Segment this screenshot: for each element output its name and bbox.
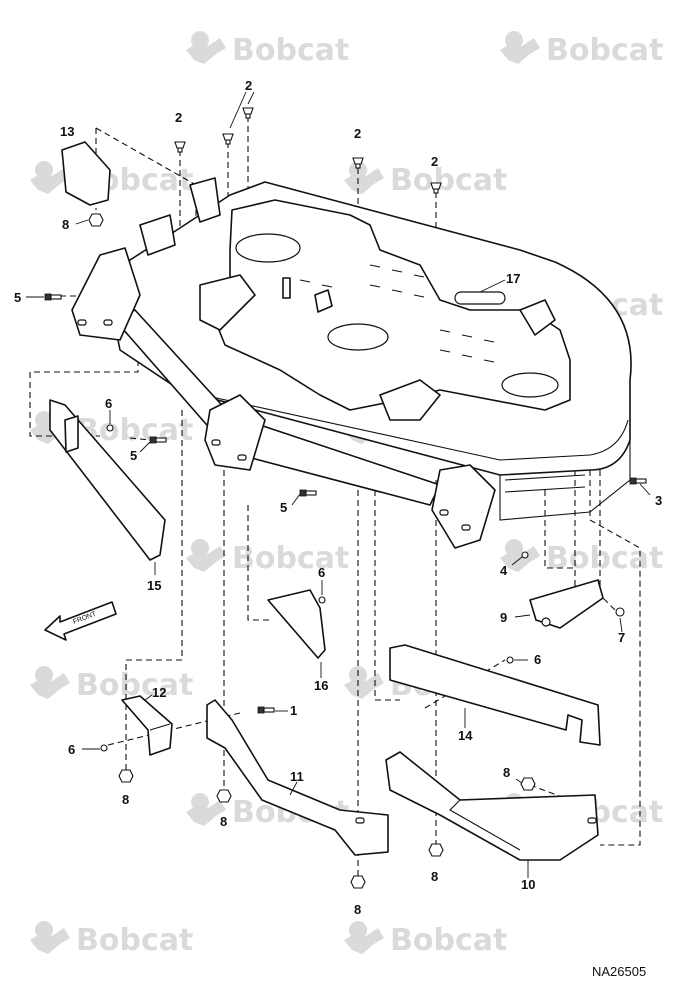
bracket-part-12 (121, 695, 173, 756)
callout-2: 2 (175, 110, 182, 125)
callout-8: 8 (431, 869, 438, 884)
callout-6: 6 (105, 396, 112, 411)
baffle-part-14 (389, 644, 601, 746)
watermark: Bobcat (186, 31, 349, 68)
leader-lines (26, 91, 651, 878)
skid-part-10 (385, 751, 599, 861)
skid-part-11 (206, 699, 389, 856)
nut (216, 789, 232, 803)
watermark: Bobcat (344, 161, 507, 198)
flange-nut (100, 744, 108, 752)
bobcat-logo-icon (344, 161, 384, 194)
callout-10: 10 (521, 877, 535, 892)
nut (350, 875, 366, 889)
carriage-bolt (174, 141, 186, 153)
callout-12: 12 (152, 685, 166, 700)
bobcat-logo-icon (186, 31, 226, 64)
callout-3: 3 (655, 493, 662, 508)
watermark-text: Bobcat (546, 541, 663, 576)
shield-part-13 (61, 141, 111, 206)
baffle-part-15 (49, 399, 166, 561)
watermark-text: Bobcat (76, 923, 193, 958)
callout-6: 6 (318, 565, 325, 580)
flange-nut (615, 607, 625, 617)
fasteners (44, 107, 647, 889)
watermark: Bobcat (500, 31, 663, 68)
callout-4: 4 (500, 563, 508, 578)
watermark-text: Bobcat (390, 923, 507, 958)
callout-1: 1 (290, 703, 297, 718)
watermark-text: Bobcat (232, 33, 349, 68)
carriage-bolt (352, 157, 364, 169)
bobcat-logo-icon (344, 921, 384, 954)
callout-2: 2 (431, 154, 438, 169)
callout-labels: 13 2 2 2 2 8 5 17 6 5 5 3 15 4 6 9 7 16 … (14, 78, 662, 917)
front-arrow: FRONT (44, 601, 117, 641)
callout-8: 8 (354, 902, 361, 917)
callout-5: 5 (14, 290, 21, 305)
callout-16: 16 (314, 678, 328, 693)
front-axle-assembly (71, 247, 496, 549)
watermark: Bobcat (186, 539, 349, 576)
callout-2: 2 (245, 78, 252, 93)
figure-id: NA26505 (592, 964, 646, 979)
callout-8: 8 (62, 217, 69, 232)
hex-bolt (257, 706, 275, 714)
watermark: Bobcat (30, 161, 193, 198)
bobcat-logo-icon (30, 666, 70, 699)
watermark: Bobcat (344, 921, 507, 958)
bobcat-logo-icon (30, 921, 70, 954)
nut (520, 777, 536, 791)
callout-8: 8 (220, 814, 227, 829)
nut (88, 213, 104, 227)
bobcat-logo-icon (344, 666, 384, 699)
flange-nut (506, 656, 514, 664)
hex-bolt (629, 477, 647, 485)
flange-nut (106, 424, 114, 432)
bobcat-logo-icon (186, 539, 226, 572)
callout-8: 8 (122, 792, 129, 807)
nut (118, 769, 134, 783)
carriage-bolt (430, 182, 442, 194)
callout-15: 15 (147, 578, 161, 593)
watermark-text: Bobcat (232, 541, 349, 576)
hex-bolt (44, 293, 62, 301)
flange-nut (521, 551, 529, 559)
callout-13: 13 (60, 124, 74, 139)
callout-9: 9 (500, 610, 507, 625)
watermark: Bobcat (30, 921, 193, 958)
hex-bolt (149, 436, 167, 444)
nut (428, 843, 444, 857)
carriage-bolt (222, 133, 234, 145)
carriage-bolt (242, 107, 254, 119)
callout-5: 5 (280, 500, 287, 515)
callout-2: 2 (354, 126, 361, 141)
callout-6: 6 (68, 742, 75, 757)
callout-5: 5 (130, 448, 137, 463)
hex-bolt (299, 489, 317, 497)
callout-8: 8 (503, 765, 510, 780)
callout-17: 17 (506, 271, 520, 286)
bracket-part-9 (529, 579, 604, 629)
callout-7: 7 (618, 630, 625, 645)
flange-nut (318, 596, 326, 604)
watermark: Bobcat (30, 666, 193, 703)
callout-11: 11 (290, 769, 304, 784)
watermark: Bobcat (500, 539, 663, 576)
bobcat-logo-icon (500, 31, 540, 64)
callout-6: 6 (534, 652, 541, 667)
watermark-text: Bobcat (390, 163, 507, 198)
callout-14: 14 (458, 728, 473, 743)
watermark-text: Bobcat (546, 33, 663, 68)
plate-part-16 (267, 589, 326, 659)
